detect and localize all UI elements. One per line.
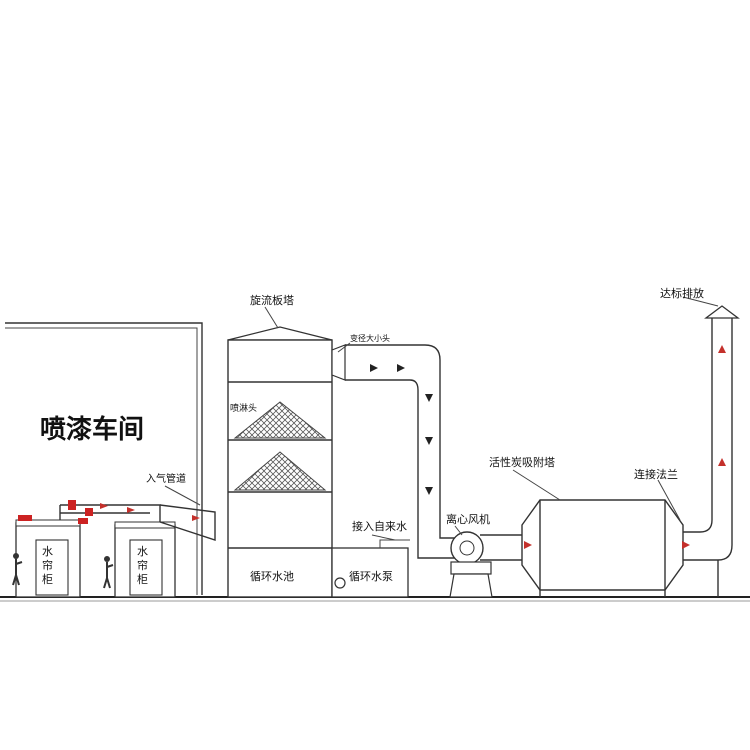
flow-arrow (397, 364, 405, 372)
spray-packing-upper (233, 401, 327, 439)
circ-pool-label: 循环水池 (250, 570, 294, 583)
fan-label: 离心风机 (446, 512, 490, 526)
chimney (683, 305, 740, 597)
exhaust-label: 达标排放 (660, 286, 704, 300)
fume-marker (18, 515, 32, 521)
booth-2-label-line: 柜 (137, 573, 148, 586)
flow-arrow (425, 437, 433, 445)
flow-arrow (524, 541, 532, 549)
flow-arrow (682, 541, 690, 549)
carbon-tower-label: 活性炭吸附塔 (489, 455, 555, 469)
booth-2 (114, 521, 176, 598)
booth-1-label-line: 帘 (42, 558, 53, 572)
carbon-tower (521, 499, 690, 597)
workshop-label: 喷漆车间 (40, 414, 144, 445)
scrubber-tower (227, 326, 333, 598)
booth-1-label-line: 水 (42, 545, 53, 558)
collection-duct (59, 500, 216, 541)
flow-arrow (718, 345, 726, 353)
spray-head-label: 喷淋头 (230, 402, 257, 414)
flow-arrow (192, 515, 200, 521)
flange-label: 连接法兰 (634, 467, 678, 481)
flow-arrow (718, 458, 726, 466)
inlet-duct-label: 入气管道 (146, 472, 186, 485)
pump-box (331, 539, 410, 598)
booth-2-label-line: 帘 (137, 558, 148, 572)
workshop-building (5, 322, 203, 595)
leader-lines (164, 296, 719, 541)
circ-pump-label: 循环水泵 (349, 570, 393, 583)
flow-arrow (100, 503, 108, 509)
flow-arrow (370, 364, 378, 372)
fume-marker (68, 500, 76, 510)
outlet-duct (331, 344, 455, 559)
flow-arrow (425, 487, 433, 495)
flow-arrow (425, 394, 433, 402)
tower-label: 旋流板塔 (250, 293, 294, 307)
fume-marker (85, 508, 93, 516)
spray-packing-lower (233, 451, 327, 491)
booth-1-label: 水 帘 柜 (42, 545, 57, 586)
chimney-cap (704, 305, 740, 319)
worker-figure-1 (12, 553, 23, 586)
booth-2-label-line: 水 (137, 545, 148, 558)
booth-2-label: 水 帘 柜 (137, 545, 152, 586)
booth-1-label-line: 柜 (42, 573, 53, 586)
worker-figure-2 (103, 556, 114, 589)
fume-marker (78, 518, 88, 524)
reducer-label: 变径大小头 (350, 333, 390, 343)
flow-arrow (127, 507, 135, 513)
water-supply-label: 接入自来水 (352, 520, 407, 533)
booth-1 (15, 515, 81, 598)
centrifugal-fan (449, 531, 522, 598)
